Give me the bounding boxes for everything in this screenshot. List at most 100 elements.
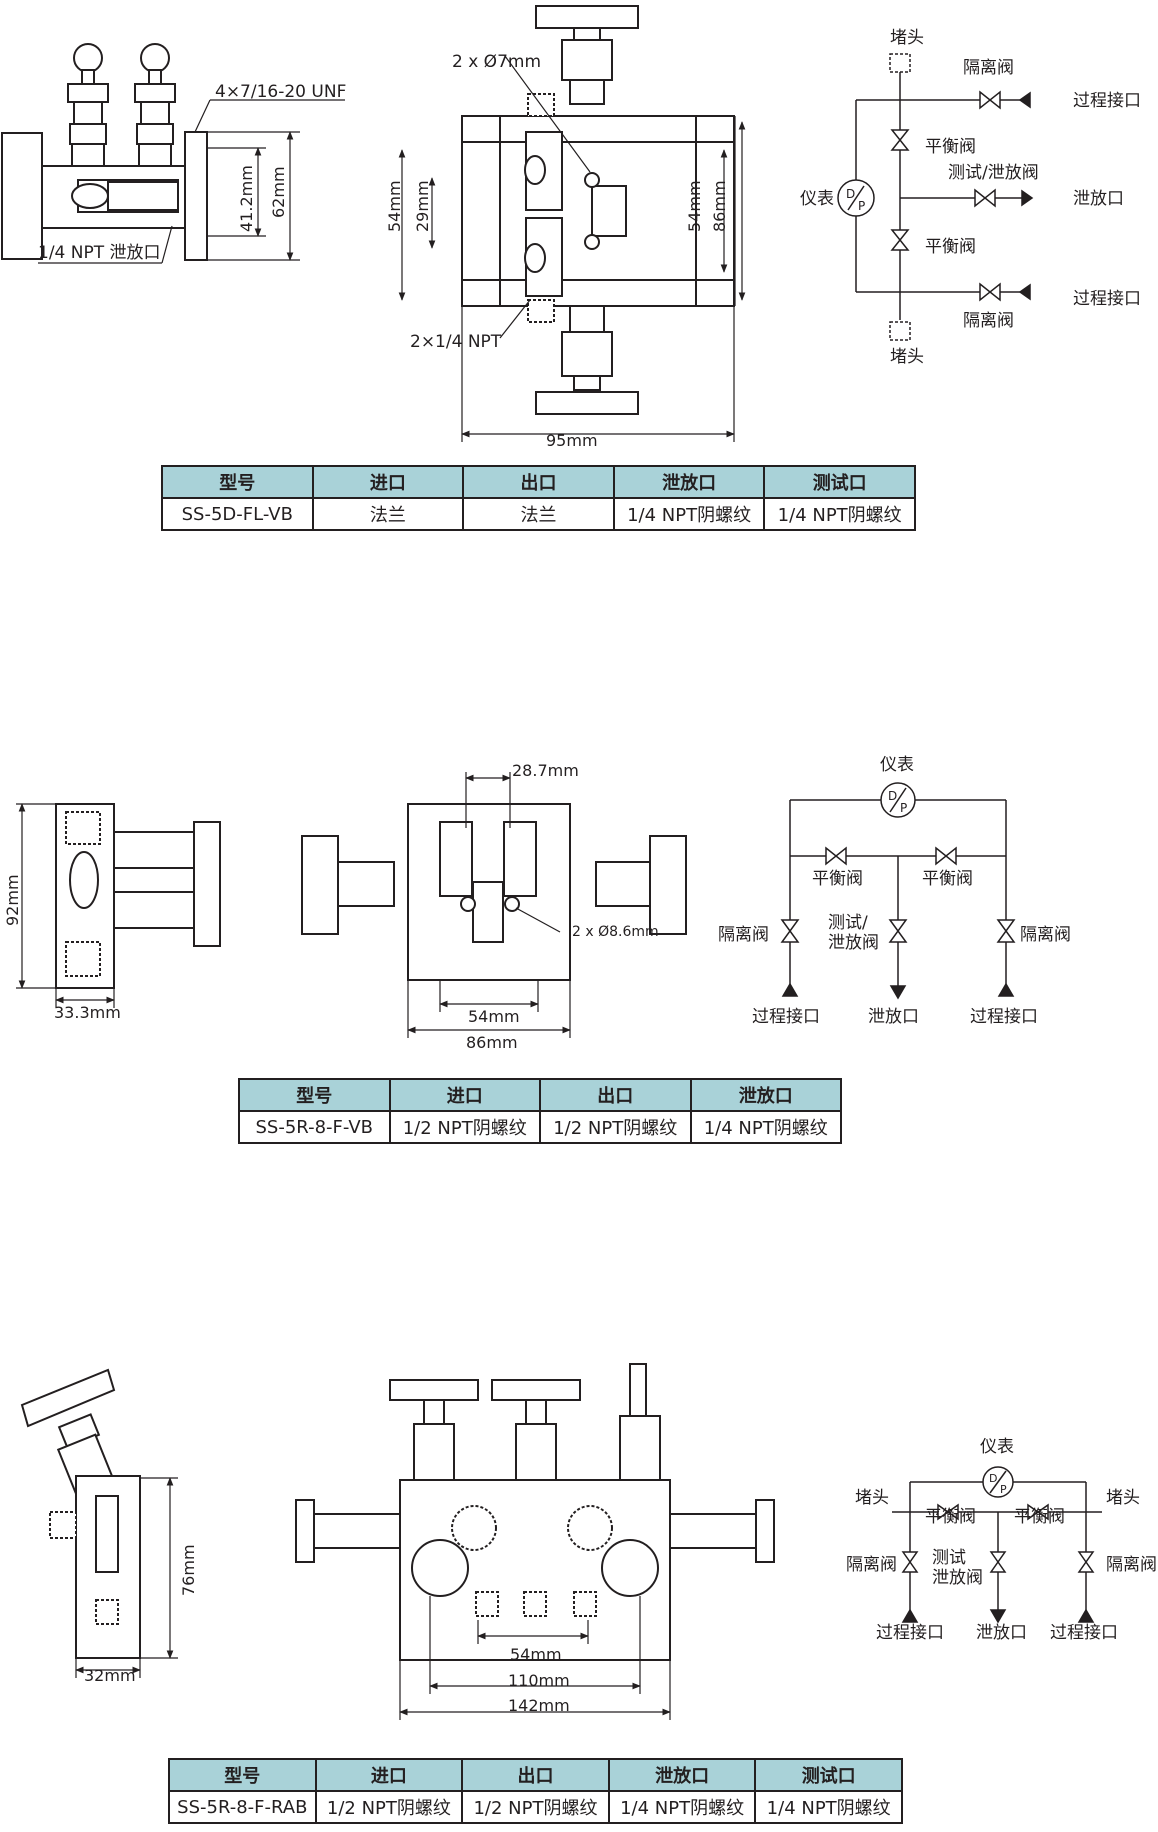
dim-86: 86mm	[466, 1033, 518, 1052]
section1-side-dims	[38, 99, 345, 264]
table-header-cell: 出口	[539, 1078, 692, 1112]
sch1-meter: 仪表	[800, 189, 834, 209]
sch2-test-2: 泄放阀	[828, 933, 879, 953]
sch3-bal-right: 平衡阀	[1014, 1507, 1065, 1527]
sch2-test-1: 测试/	[828, 913, 868, 933]
dim-41-2: 41.2mm	[237, 165, 256, 232]
section1-schematic	[837, 53, 1034, 341]
section3-schematic	[892, 1466, 1102, 1624]
table-header-row: 型号 进口 出口 泄放口 测试口	[161, 465, 916, 499]
section2-side-dims	[16, 803, 115, 1008]
table-header-cell: 进口	[388, 1078, 541, 1112]
section3-side-dims	[75, 1477, 178, 1678]
section2-schematic	[780, 782, 1016, 1000]
dim-drain-port: 1/4 NPT 泄放口	[38, 243, 161, 263]
dim-thread: 4×7/16-20 UNF	[215, 82, 346, 102]
dim-54-left: 54mm	[385, 180, 404, 232]
table-cell: 1/2 NPT阴螺纹	[461, 1790, 610, 1824]
dim-110: 110mm	[508, 1671, 570, 1690]
section2-side-view	[55, 803, 221, 989]
sch2-bal-right: 平衡阀	[922, 869, 973, 889]
section3-front-view	[295, 1363, 775, 1661]
dim-29: 29mm	[413, 180, 432, 232]
sch1-iso-top: 隔离阀	[963, 58, 1014, 78]
table-header-cell: 型号	[161, 465, 314, 499]
dim-hole-8-6: 2 x Ø8.6mm	[572, 924, 659, 940]
section1-front-dims	[398, 55, 746, 442]
table-row: SS-5R-8-F-RAB 1/2 NPT阴螺纹 1/2 NPT阴螺纹 1/4 …	[168, 1790, 903, 1824]
section2-front-dims	[407, 772, 571, 1038]
sch1-test: 测试/泄放阀	[948, 163, 1039, 183]
section1-front-view	[461, 5, 735, 415]
sch2-iso-right: 隔离阀	[1020, 925, 1071, 945]
sch1-dp-p: P	[858, 199, 865, 213]
dim-npt: 2×1/4 NPT	[410, 332, 502, 352]
sch3-plug-right: 堵头	[1106, 1488, 1140, 1508]
dim-hole-7: 2 x Ø7mm	[452, 52, 541, 72]
sch1-plug-bot: 堵头	[890, 347, 924, 367]
spec-table-2: 型号 进口 出口 泄放口 SS-5R-8-F-VB 1/2 NPT阴螺纹 1/2…	[238, 1078, 842, 1144]
sch3-plug-left: 堵头	[855, 1488, 889, 1508]
sch2-vent: 泄放口	[868, 1007, 919, 1027]
table-header-cell: 出口	[461, 1758, 610, 1792]
table-cell: 1/2 NPT阴螺纹	[314, 1790, 464, 1824]
table-cell: 1/2 NPT阴螺纹	[539, 1110, 692, 1144]
sch3-iso-left: 隔离阀	[846, 1555, 897, 1575]
dim-54-right: 54mm	[685, 180, 704, 232]
table-cell: 1/4 NPT阴螺纹	[763, 497, 916, 531]
table-cell: 法兰	[462, 497, 615, 531]
table-header-cell: 进口	[311, 465, 465, 499]
sch3-dp-p: P	[1000, 1483, 1007, 1496]
table-cell: 法兰	[311, 497, 465, 531]
dim-92: 92mm	[3, 874, 22, 926]
sch3-iso-right: 隔离阀	[1106, 1555, 1157, 1575]
spec-table-1: 型号 进口 出口 泄放口 测试口 SS-5D-FL-VB 法兰 法兰 1/4 N…	[161, 465, 916, 531]
sch1-iso-bot: 隔离阀	[963, 311, 1014, 331]
sch3-test-1: 测试	[932, 1548, 966, 1568]
dim-33-3: 33.3mm	[54, 1003, 121, 1022]
table-header-cell: 进口	[314, 1758, 464, 1792]
table-header-cell: 型号	[238, 1078, 391, 1112]
dim-54: 54mm	[468, 1007, 520, 1026]
sch1-bal-bot: 平衡阀	[925, 237, 976, 257]
table-header-cell: 测试口	[763, 465, 916, 499]
section2-front-view	[301, 803, 687, 981]
sch3-meter: 仪表	[980, 1437, 1014, 1457]
table-cell: 1/2 NPT阴螺纹	[388, 1110, 541, 1144]
dim-32: 32mm	[84, 1666, 136, 1685]
sch3-proc-right: 过程接口	[1050, 1623, 1118, 1643]
table-header-row: 型号 进口 出口 泄放口 测试口	[168, 1758, 903, 1792]
section3-front-dims	[399, 1596, 671, 1720]
sch3-test-2: 泄放阀	[932, 1568, 983, 1588]
table-header-cell: 泄放口	[612, 465, 766, 499]
table-header-cell: 出口	[462, 465, 615, 499]
sch1-dp-d: D	[846, 187, 855, 201]
dim-76: 76mm	[179, 1544, 198, 1596]
sch2-proc-right: 过程接口	[970, 1007, 1038, 1027]
sch1-proc-bot: 过程接口	[1073, 289, 1141, 309]
sch2-dp-d: D	[888, 789, 897, 803]
dim-95: 95mm	[546, 431, 598, 450]
table-header-cell: 泄放口	[607, 1758, 757, 1792]
sch1-plug-top: 堵头	[890, 28, 924, 48]
sch2-iso-left: 隔离阀	[718, 925, 769, 945]
table-cell: 1/4 NPT阴螺纹	[689, 1110, 842, 1144]
table-header-cell: 泄放口	[689, 1078, 842, 1112]
sch1-vent: 泄放口	[1073, 189, 1124, 209]
spec-table-3: 型号 进口 出口 泄放口 测试口 SS-5R-8-F-RAB 1/2 NPT阴螺…	[168, 1758, 903, 1824]
dim-62: 62mm	[269, 166, 288, 218]
table-cell: SS-5R-8-F-RAB	[168, 1790, 317, 1824]
sch3-dp-d: D	[989, 1472, 997, 1485]
table-header-cell: 型号	[168, 1758, 317, 1792]
table-row: SS-5R-8-F-VB 1/2 NPT阴螺纹 1/2 NPT阴螺纹 1/4 N…	[238, 1110, 842, 1144]
sch1-bal-top: 平衡阀	[925, 137, 976, 157]
table-cell: 1/4 NPT阴螺纹	[754, 1790, 903, 1824]
table-cell: 1/4 NPT阴螺纹	[612, 497, 766, 531]
sch3-bal-left: 平衡阀	[925, 1507, 976, 1527]
sch2-bal-left: 平衡阀	[812, 869, 863, 889]
table-header-row: 型号 进口 出口 泄放口	[238, 1078, 842, 1112]
sch3-proc-left: 过程接口	[876, 1623, 944, 1643]
sch1-proc-top: 过程接口	[1073, 91, 1141, 111]
dim-54-s3: 54mm	[510, 1645, 562, 1664]
